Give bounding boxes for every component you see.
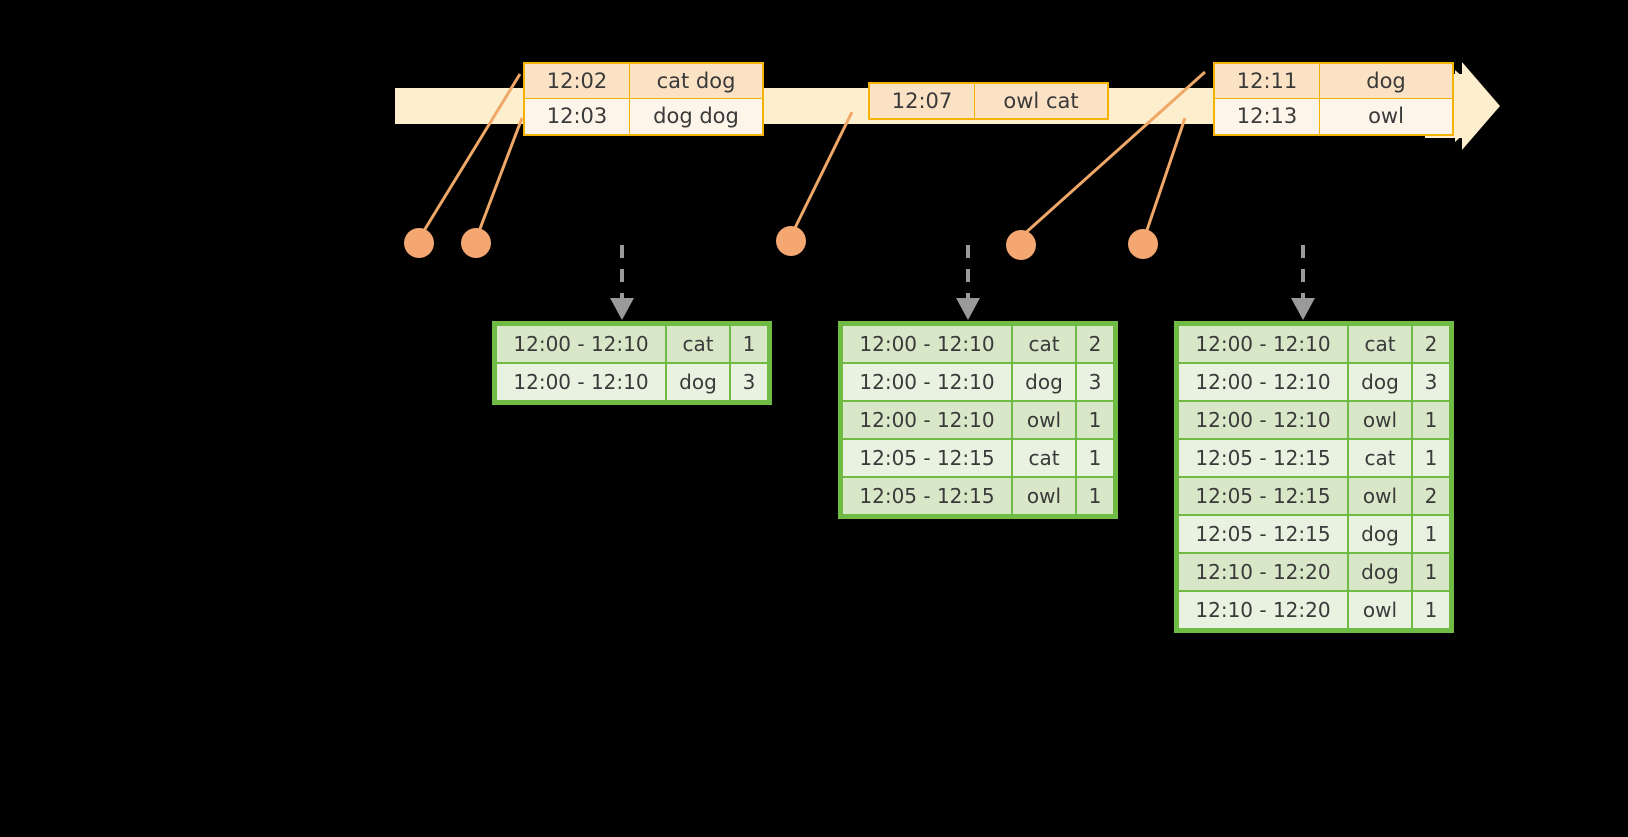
table-row[interactable]: 12:10 - 12:20 owl 1 [1179, 592, 1449, 628]
window-cell: 12:10 - 12:20 [1179, 554, 1347, 590]
connector-5 [1143, 117, 1187, 237]
event-row[interactable]: 12:11 dog [1213, 62, 1454, 100]
word-cell: cat [1349, 440, 1411, 476]
window-cell: 12:00 - 12:10 [843, 326, 1011, 362]
event-group-3[interactable]: 12:11 dog 12:13 owl [1213, 62, 1454, 136]
word-cell: dog [667, 364, 729, 400]
window-cell: 12:10 - 12:20 [1179, 592, 1347, 628]
event-row[interactable]: 12:03 dog dog [523, 98, 764, 135]
event-words: dog dog [629, 98, 764, 135]
result-table-3[interactable]: 12:00 - 12:10 cat 2 12:00 - 12:10 dog 3 … [1174, 321, 1454, 633]
table-row[interactable]: 12:05 - 12:15 cat 1 [1179, 440, 1449, 476]
window-cell: 12:05 - 12:15 [1179, 478, 1347, 514]
count-cell: 1 [1077, 440, 1113, 476]
event-dot-4 [1006, 230, 1036, 260]
event-words: owl cat [974, 82, 1109, 120]
event-row[interactable]: 12:13 owl [1213, 98, 1454, 135]
word-cell: dog [1349, 364, 1411, 400]
word-cell: cat [1013, 440, 1075, 476]
table-row[interactable]: 12:05 - 12:15 owl 1 [843, 478, 1113, 514]
count-cell: 1 [1413, 516, 1449, 552]
count-cell: 1 [1413, 554, 1449, 590]
event-time: 12:07 [868, 82, 975, 120]
event-row[interactable]: 12:07 owl cat [868, 82, 1109, 120]
event-words: dog [1319, 62, 1454, 100]
window-cell: 12:00 - 12:10 [497, 326, 665, 362]
emit-arrow-1 [610, 245, 634, 320]
table-row[interactable]: 12:00 - 12:10 owl 1 [843, 402, 1113, 438]
table-row[interactable]: 12:10 - 12:20 dog 1 [1179, 554, 1449, 590]
count-cell: 2 [1413, 326, 1449, 362]
event-words: cat dog [629, 62, 764, 100]
connector-3 [791, 111, 854, 233]
event-dot-2 [461, 228, 491, 258]
count-cell: 3 [1077, 364, 1113, 400]
count-cell: 1 [1077, 478, 1113, 514]
event-time: 12:13 [1213, 98, 1320, 135]
word-cell: cat [667, 326, 729, 362]
word-cell: dog [1349, 516, 1411, 552]
table-row[interactable]: 12:00 - 12:10 cat 1 [497, 326, 767, 362]
word-cell: owl [1349, 402, 1411, 438]
event-words: owl [1319, 98, 1454, 135]
event-dot-5 [1128, 229, 1158, 259]
emit-arrow-2 [956, 245, 980, 320]
connector-1 [420, 73, 522, 235]
word-cell: owl [1013, 402, 1075, 438]
window-cell: 12:05 - 12:15 [1179, 440, 1347, 476]
count-cell: 1 [731, 326, 767, 362]
table-row[interactable]: 12:00 - 12:10 dog 3 [1179, 364, 1449, 400]
window-cell: 12:00 - 12:10 [1179, 402, 1347, 438]
window-cell: 12:00 - 12:10 [843, 364, 1011, 400]
table-row[interactable]: 12:05 - 12:15 cat 1 [843, 440, 1113, 476]
word-cell: cat [1349, 326, 1411, 362]
window-cell: 12:00 - 12:10 [1179, 364, 1347, 400]
event-dot-3 [776, 226, 806, 256]
event-group-2[interactable]: 12:07 owl cat [868, 82, 1109, 121]
window-cell: 12:00 - 12:10 [1179, 326, 1347, 362]
word-cell: owl [1013, 478, 1075, 514]
table-row[interactable]: 12:00 - 12:10 cat 2 [1179, 326, 1449, 362]
event-time: 12:11 [1213, 62, 1320, 100]
emit-arrows [610, 245, 1315, 320]
count-cell: 2 [1413, 478, 1449, 514]
count-cell: 3 [731, 364, 767, 400]
event-time: 12:02 [523, 62, 630, 100]
count-cell: 1 [1413, 402, 1449, 438]
count-cell: 2 [1077, 326, 1113, 362]
table-row[interactable]: 12:00 - 12:10 owl 1 [1179, 402, 1449, 438]
word-cell: dog [1349, 554, 1411, 590]
table-row[interactable]: 12:05 - 12:15 dog 1 [1179, 516, 1449, 552]
event-time: 12:03 [523, 98, 630, 135]
window-cell: 12:05 - 12:15 [843, 478, 1011, 514]
table-row[interactable]: 12:00 - 12:10 cat 2 [843, 326, 1113, 362]
event-row[interactable]: 12:02 cat dog [523, 62, 764, 100]
table-row[interactable]: 12:00 - 12:10 dog 3 [497, 364, 767, 400]
count-cell: 1 [1413, 440, 1449, 476]
word-cell: dog [1013, 364, 1075, 400]
table-row[interactable]: 12:05 - 12:15 owl 2 [1179, 478, 1449, 514]
count-cell: 1 [1413, 592, 1449, 628]
word-cell: owl [1349, 478, 1411, 514]
result-table-2[interactable]: 12:00 - 12:10 cat 2 12:00 - 12:10 dog 3 … [838, 321, 1118, 519]
word-cell: cat [1013, 326, 1075, 362]
event-dot-1 [404, 228, 434, 258]
count-cell: 1 [1077, 402, 1113, 438]
event-dots [404, 226, 1158, 260]
table-row[interactable]: 12:00 - 12:10 dog 3 [843, 364, 1113, 400]
result-table-1[interactable]: 12:00 - 12:10 cat 1 12:00 - 12:10 dog 3 [492, 321, 772, 405]
emit-arrow-3 [1291, 245, 1315, 320]
word-cell: owl [1349, 592, 1411, 628]
window-cell: 12:00 - 12:10 [843, 402, 1011, 438]
count-cell: 3 [1413, 364, 1449, 400]
window-cell: 12:05 - 12:15 [843, 440, 1011, 476]
event-group-1[interactable]: 12:02 cat dog 12:03 dog dog [523, 62, 764, 136]
connector-2 [476, 117, 524, 235]
window-cell: 12:00 - 12:10 [497, 364, 665, 400]
window-cell: 12:05 - 12:15 [1179, 516, 1347, 552]
